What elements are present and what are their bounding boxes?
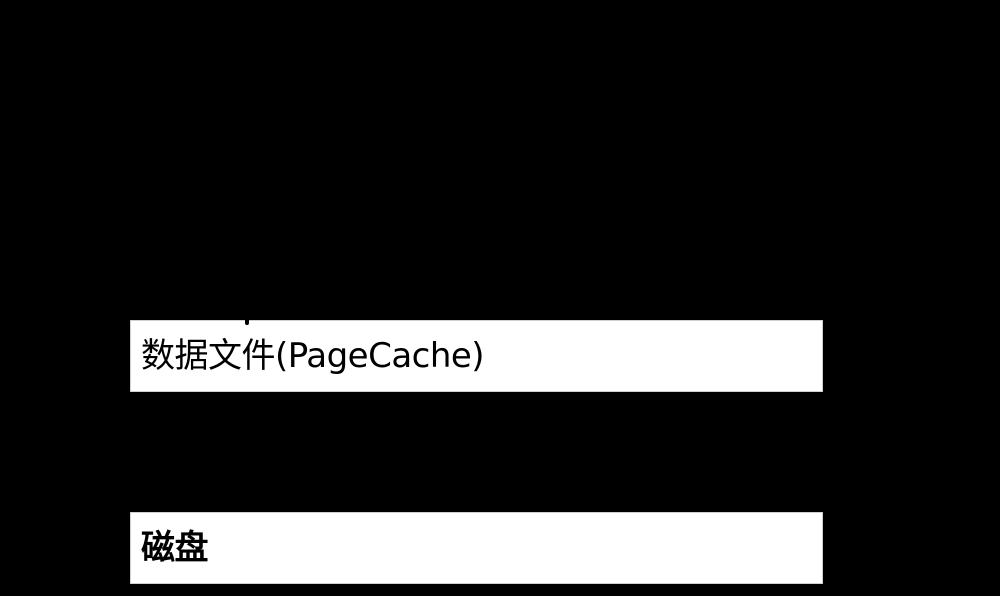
disk-layer-box: 磁盘 <box>130 512 823 584</box>
pagecache-layer-box: 数据文件(PageCache) <box>130 320 823 392</box>
disk-layer-label: 磁盘 <box>141 528 209 568</box>
pagecache-layer-label: 数据文件(PageCache) <box>141 336 485 376</box>
connector-arrow-icon <box>245 318 249 325</box>
